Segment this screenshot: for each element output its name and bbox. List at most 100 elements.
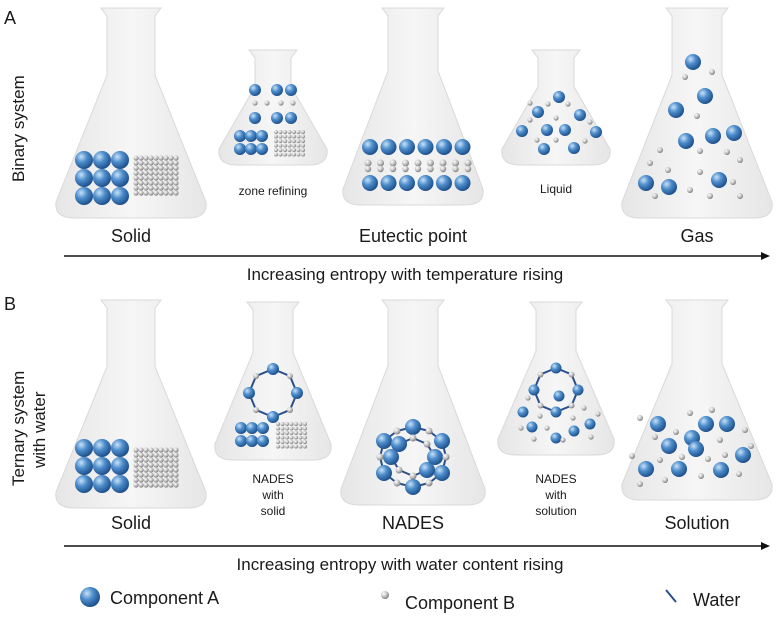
component-b-particle	[148, 170, 154, 176]
component-b-particle	[163, 160, 169, 166]
component-b-particle	[143, 160, 149, 166]
component-b-particle	[173, 170, 179, 176]
component-b-particle	[148, 175, 154, 181]
component-b-particle	[274, 130, 278, 134]
component-b-particle	[168, 165, 174, 171]
legend-component-b-swatch	[381, 591, 389, 599]
component-b-particle	[153, 155, 159, 161]
component-b-particle	[737, 193, 743, 199]
component-b-particle	[292, 134, 296, 139]
component-a-particle	[75, 151, 93, 169]
component-b-particle	[423, 440, 431, 448]
component-a-particle	[93, 169, 111, 187]
component-b-particle	[168, 472, 174, 478]
component-a-particle	[661, 438, 677, 454]
component-b-particle	[143, 190, 149, 196]
component-b-particle	[280, 440, 285, 444]
component-b-particle	[298, 426, 303, 431]
component-b-particle	[168, 180, 174, 186]
component-b-particle	[565, 101, 571, 107]
component-b-particle	[665, 167, 671, 173]
component-b-particle	[168, 452, 174, 458]
component-b-particle	[173, 165, 179, 171]
flask-liquid	[501, 49, 611, 166]
component-b-particle	[280, 431, 285, 435]
component-b-particle	[158, 180, 164, 186]
component-b-particle	[163, 482, 169, 488]
component-b-particle	[163, 477, 169, 483]
component-b-particle	[153, 180, 159, 186]
component-b-particle	[173, 477, 179, 483]
component-b-particle	[163, 180, 169, 186]
component-a-particle	[391, 436, 407, 452]
component-a-particle	[362, 139, 378, 155]
component-b-particle	[705, 456, 711, 462]
arrow-a	[64, 252, 770, 260]
component-b-particle	[148, 190, 154, 196]
component-a-particle	[267, 411, 279, 423]
component-b-particle	[285, 440, 289, 444]
component-b-particle	[298, 444, 303, 449]
component-b-particle	[133, 165, 139, 171]
component-a-particle	[111, 187, 129, 205]
legend-component-a-label: Component A	[110, 588, 219, 608]
component-b-particle	[285, 435, 289, 440]
component-b-particle	[730, 179, 736, 185]
component-b-particle	[133, 467, 139, 473]
component-a-particle	[550, 362, 562, 374]
component-a-particle	[590, 126, 602, 138]
component-a-particle	[713, 462, 729, 478]
inner-label-nades-with-solid-line1: NADES	[252, 472, 293, 486]
component-b-particle	[301, 148, 305, 152]
component-b-particle	[292, 143, 296, 148]
component-b-particle	[148, 472, 154, 478]
component-b-particle	[153, 190, 159, 196]
component-a-particle	[376, 465, 392, 481]
component-b-particle	[377, 159, 384, 167]
flask-label-solid-a: Solid	[111, 226, 151, 246]
component-b-particle	[143, 467, 149, 473]
component-b-particle	[737, 157, 743, 163]
component-a-particle	[434, 465, 450, 481]
panel-b-side-label-line2: with water	[30, 391, 49, 469]
component-b-particle	[158, 472, 164, 478]
component-b-particle	[168, 160, 174, 166]
component-b-particle	[138, 467, 144, 473]
component-b-particle	[296, 139, 301, 143]
component-b-particle	[464, 159, 472, 167]
legend-water-swatch	[665, 589, 677, 603]
component-b-particle	[133, 447, 139, 453]
component-b-particle	[742, 427, 748, 433]
component-b-particle	[133, 155, 139, 161]
component-b-particle	[168, 447, 174, 453]
component-a-particle	[93, 151, 111, 169]
inner-label-nades-with-solid-line3: solid	[261, 504, 286, 518]
component-b-particle	[138, 180, 144, 186]
component-b-particle	[153, 472, 159, 478]
component-b-particle	[292, 139, 296, 143]
component-b-particle	[274, 134, 278, 139]
component-a-particle	[650, 416, 666, 432]
component-b-particle	[276, 444, 280, 449]
component-b-particle	[153, 185, 159, 191]
component-b-particle	[694, 113, 700, 119]
component-b-particle	[587, 119, 593, 125]
component-b-particle	[173, 457, 179, 463]
component-b-particle	[138, 447, 144, 453]
component-b-particle	[148, 155, 154, 161]
component-b-particle	[138, 160, 144, 166]
component-b-particle	[253, 373, 260, 380]
component-b-particle	[138, 457, 144, 463]
component-a-particle	[257, 435, 269, 447]
panel-b-letter: B	[4, 294, 16, 314]
component-a-particle	[111, 439, 129, 457]
inner-label-nades-with-solution-line3: solution	[535, 504, 576, 518]
component-a-particle	[75, 439, 93, 457]
component-b-particle	[582, 138, 588, 144]
component-b-particle	[414, 159, 422, 167]
component-b-particle	[292, 130, 296, 134]
flask-nades	[340, 299, 486, 506]
component-b-particle	[153, 462, 159, 468]
component-a-particle	[93, 475, 111, 493]
component-b-particle	[287, 148, 292, 152]
